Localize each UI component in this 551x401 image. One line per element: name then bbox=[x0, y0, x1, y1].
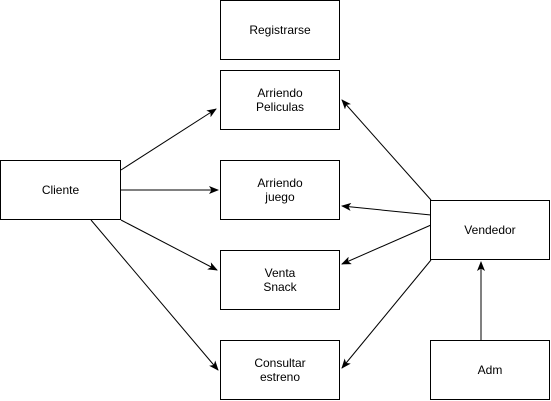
registrarse-node[interactable]: Registrarse bbox=[220, 0, 340, 60]
arriendo-peliculas-node[interactable]: Arriendo Peliculas bbox=[220, 70, 340, 130]
edge-cliente-to-venta-snack bbox=[120, 219, 218, 271]
vendedor-node[interactable]: Vendedor bbox=[430, 200, 550, 260]
venta-snack-label: Venta Snack bbox=[263, 266, 297, 294]
edge-cliente-to-arriendo-peliculas bbox=[120, 108, 217, 171]
edge-cliente-to-consultar-estreno bbox=[90, 219, 219, 371]
consultar-estreno-label: Consultar estreno bbox=[254, 356, 306, 384]
edge-vendedor-to-arriendo-juego bbox=[341, 202, 432, 216]
edge-vendedor-to-arriendo-peliculas bbox=[341, 99, 432, 201]
cliente-label: Cliente bbox=[41, 183, 80, 197]
cliente-node[interactable]: Cliente bbox=[0, 160, 121, 220]
edge-vendedor-to-consultar-estreno bbox=[341, 259, 432, 369]
adm-label: Adm bbox=[477, 363, 503, 377]
arriendo-juego-node[interactable]: Arriendo juego bbox=[220, 160, 340, 220]
venta-snack-node[interactable]: Venta Snack bbox=[220, 250, 340, 310]
arriendo-peliculas-label: Arriendo Peliculas bbox=[255, 86, 305, 114]
vendedor-label: Vendedor bbox=[464, 223, 516, 237]
edge-vendedor-to-venta-snack bbox=[341, 224, 432, 265]
arriendo-juego-label: Arriendo juego bbox=[257, 176, 303, 204]
consultar-estreno-node[interactable]: Consultar estreno bbox=[220, 340, 340, 400]
adm-node[interactable]: Adm bbox=[430, 340, 550, 400]
registrarse-label: Registrarse bbox=[249, 23, 311, 37]
